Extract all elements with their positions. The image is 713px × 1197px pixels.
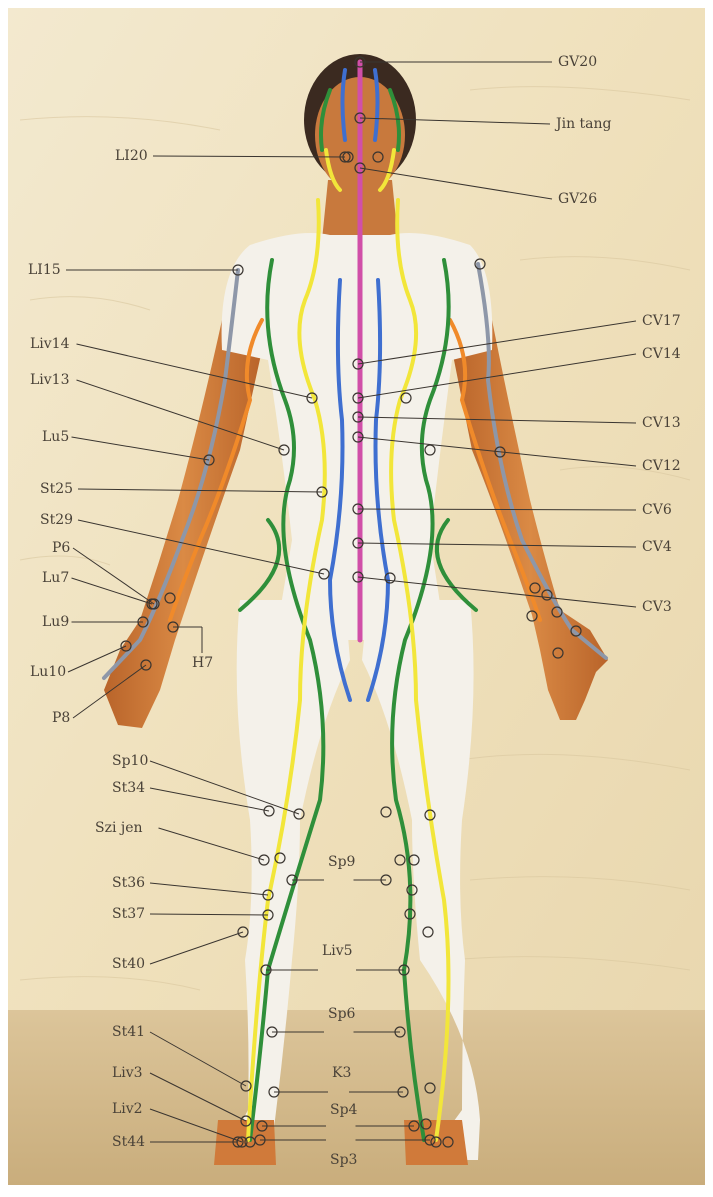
- label-st29: St29: [40, 512, 73, 528]
- label-lu5: Lu5: [42, 429, 69, 445]
- label-gv26: GV26: [558, 191, 597, 207]
- label-li15: LI15: [28, 262, 61, 278]
- label-h7: H7: [192, 655, 213, 671]
- label-jin-tang: Jin tang: [554, 116, 612, 132]
- label-st44: St44: [112, 1134, 145, 1150]
- label-liv14: Liv14: [30, 336, 70, 352]
- label-gv20: GV20: [558, 54, 597, 70]
- label-liv2: Liv2: [112, 1101, 143, 1117]
- label-sp4: Sp4: [330, 1102, 358, 1118]
- label-cv4: CV4: [642, 539, 672, 555]
- label-p6: P6: [52, 540, 70, 556]
- label-p8: P8: [52, 710, 70, 726]
- label-liv3: Liv3: [112, 1065, 143, 1081]
- label-st36: St36: [112, 875, 145, 891]
- label-lu10: Lu10: [30, 664, 66, 680]
- label-st25: St25: [40, 481, 73, 497]
- label-lu9: Lu9: [42, 614, 69, 630]
- label-st40: St40: [112, 956, 145, 972]
- label-cv17: CV17: [642, 313, 681, 329]
- label-st37: St37: [112, 906, 145, 922]
- label-liv5: Liv5: [322, 943, 353, 959]
- label-liv13: Liv13: [30, 372, 70, 388]
- label-sp6: Sp6: [328, 1006, 356, 1022]
- label-szi-jen: Szi jen: [95, 820, 143, 836]
- label-cv6: CV6: [642, 502, 672, 518]
- label-cv14: CV14: [642, 346, 681, 362]
- label-st41: St41: [112, 1024, 145, 1040]
- label-lu7: Lu7: [42, 570, 69, 586]
- label-sp10: Sp10: [112, 753, 148, 769]
- label-sp3: Sp3: [330, 1152, 357, 1168]
- label-st34: St34: [112, 780, 145, 796]
- label-cv3: CV3: [642, 599, 672, 615]
- label-cv12: CV12: [642, 458, 681, 474]
- label-sp9: Sp9: [328, 854, 355, 870]
- label-li20: LI20: [115, 148, 148, 164]
- label-k3: K3: [332, 1065, 351, 1081]
- label-cv13: CV13: [642, 415, 681, 431]
